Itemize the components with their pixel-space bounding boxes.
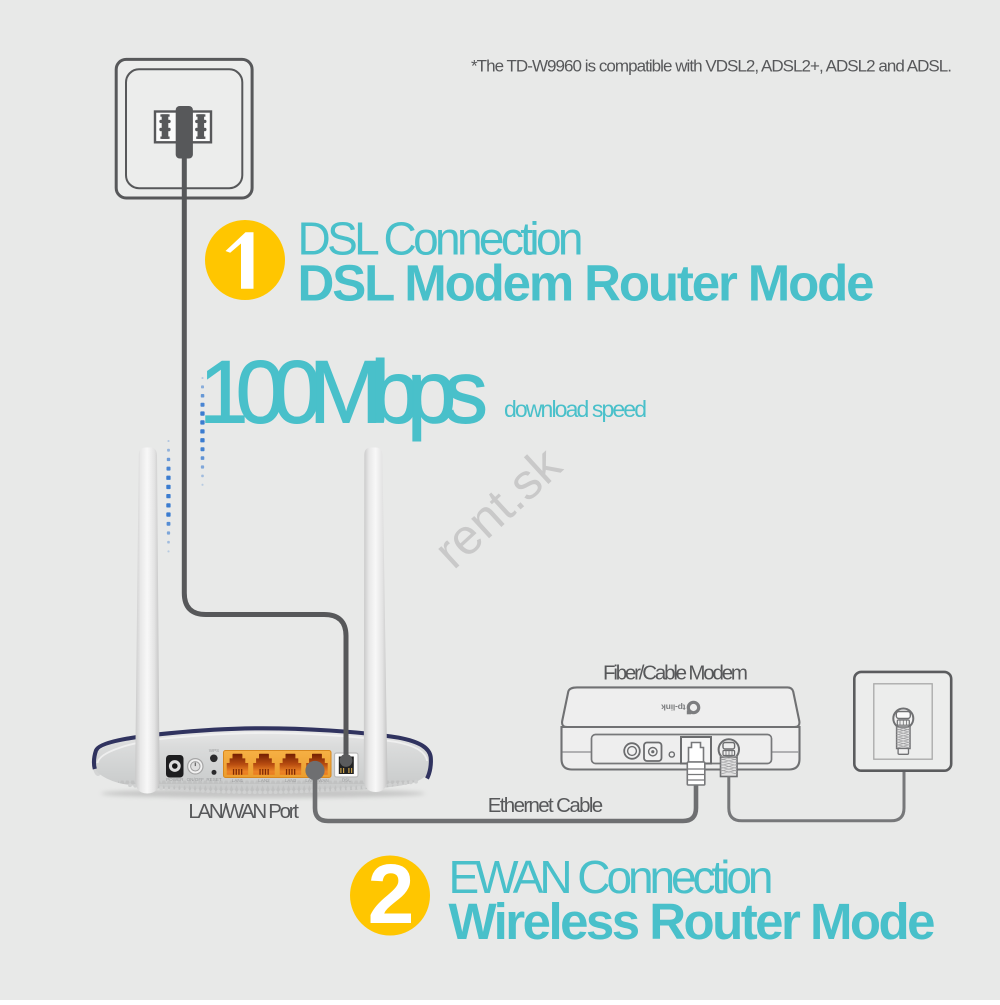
svg-text:2: 2: [368, 847, 415, 941]
svg-text:DSL Connection: DSL Connection: [298, 213, 584, 265]
svg-text:DSL: DSL: [342, 778, 351, 783]
svg-text:POWER: POWER: [166, 777, 184, 782]
svg-text:Wireless Router Mode: Wireless Router Mode: [449, 893, 936, 950]
svg-text:*The TD-W9960 is compatible wi: *The TD-W9960 is compatible with VDSL2, …: [471, 57, 952, 76]
svg-text:download speed: download speed: [504, 396, 647, 422]
svg-text:RESET: RESET: [206, 777, 222, 782]
svg-text:Fiber/Cable Modem: Fiber/Cable Modem: [603, 662, 748, 685]
svg-text:EWAN Connection: EWAN Connection: [449, 851, 774, 903]
svg-text:Ethernet Cable: Ethernet Cable: [488, 794, 604, 817]
svg-text:tp-link: tp-link: [661, 703, 686, 713]
svg-text:LAN3: LAN3: [285, 778, 297, 783]
svg-text:LAN1: LAN1: [232, 778, 244, 783]
svg-text:100Mbps: 100Mbps: [199, 342, 488, 442]
svg-text:LAN2: LAN2: [258, 778, 270, 783]
svg-text:LAN/WAN Port: LAN/WAN Port: [188, 800, 299, 823]
svg-text:WPS: WPS: [209, 748, 219, 753]
svg-text:ON/OFF: ON/OFF: [187, 777, 205, 782]
svg-text:DSL Modem Router Mode: DSL Modem Router Mode: [298, 255, 875, 312]
